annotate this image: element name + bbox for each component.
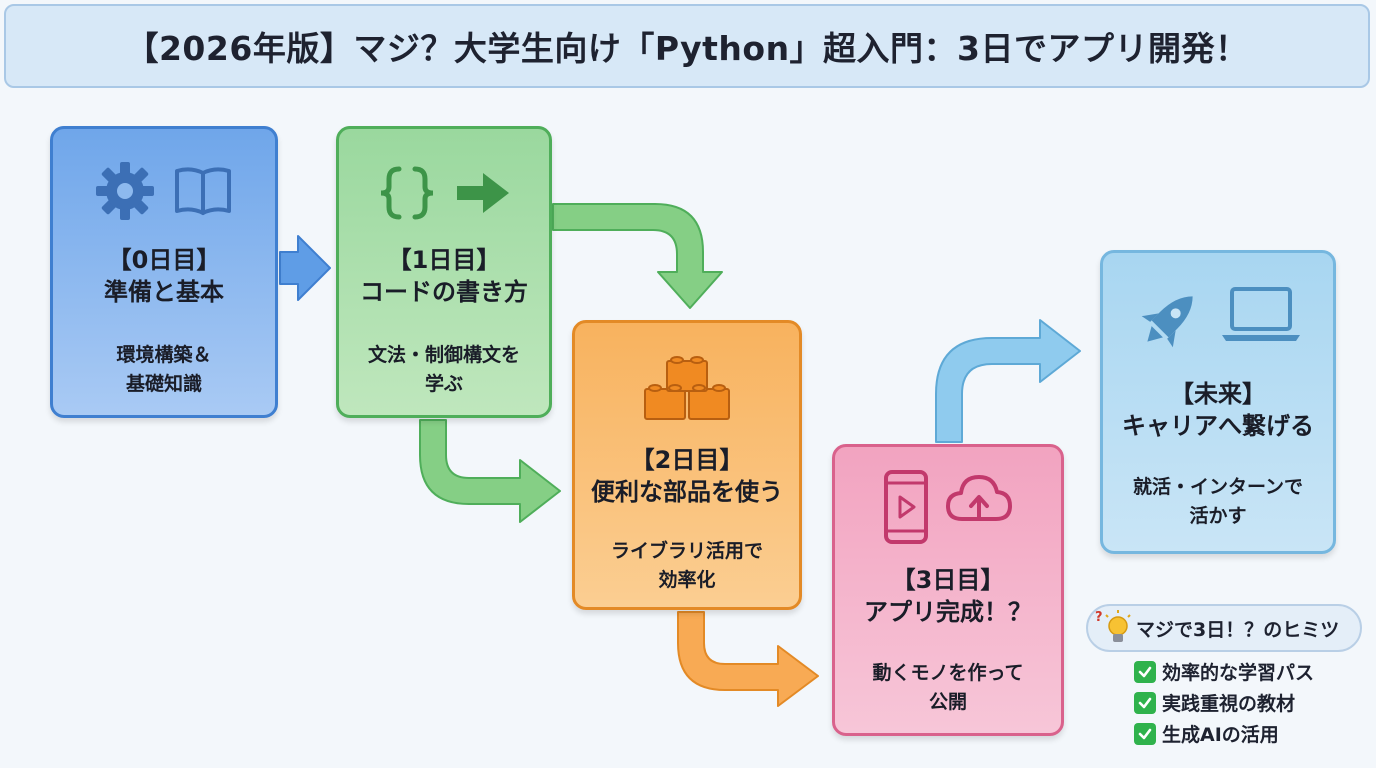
step-description-line: 効率化 bbox=[658, 568, 716, 591]
arrow-0-to-1 bbox=[279, 235, 331, 301]
title-banner: 【2026年版】マジ？大学生向け「Python」超入門：3日でアプリ開発！ bbox=[4, 4, 1370, 88]
smartphone-play-icon bbox=[884, 470, 928, 544]
list-item: 実践重視の教材 bbox=[1134, 687, 1314, 718]
list-item: 効率的な学習パス bbox=[1134, 656, 1314, 687]
checkmark-icon bbox=[1134, 722, 1156, 745]
secret-tips-badge: ? マジで3日！？のヒミツ bbox=[1086, 604, 1362, 652]
code-braces-icon bbox=[380, 166, 434, 220]
step-description-line: ライブラリ活用で bbox=[610, 540, 763, 562]
step-title: 準備と基本 bbox=[104, 277, 224, 306]
step-description-line: 就活・インターンで bbox=[1132, 476, 1304, 498]
step-card-day3: 【3日目】 アプリ完成！？ 動くモノを作って 公開 bbox=[832, 444, 1064, 736]
step-description-line: 学ぶ bbox=[424, 372, 463, 395]
step-day-label: 【3日目】 bbox=[891, 566, 1005, 594]
building-blocks-icon bbox=[644, 356, 730, 420]
step-title: キャリアへ繋げる bbox=[1122, 411, 1314, 440]
step-card-future: 【未来】 キャリアへ繋げる 就活・インターンで 活かす bbox=[1100, 250, 1336, 554]
tip-point-text: 効率的な学習パス bbox=[1162, 662, 1315, 684]
gear-icon bbox=[96, 162, 154, 220]
arrow-1-to-2-top bbox=[552, 203, 723, 309]
step-card-day1: 【1日目】 コードの書き方 文法・制御構文を 学ぶ bbox=[336, 126, 552, 418]
laptop-icon bbox=[1222, 287, 1300, 341]
list-item: 生成AIの活用 bbox=[1134, 718, 1314, 749]
arrow-3-to-future bbox=[935, 319, 1081, 443]
step-title: アプリ完成！？ bbox=[864, 597, 1032, 626]
svg-text:?: ? bbox=[1095, 610, 1103, 625]
arrow-2-to-3 bbox=[677, 611, 819, 707]
step-description-line: 公開 bbox=[928, 690, 967, 713]
book-icon bbox=[175, 167, 231, 215]
step-day-label: 【未来】 bbox=[1170, 380, 1266, 408]
step-title: コードの書き方 bbox=[360, 277, 528, 306]
tips-title: マジで3日！？のヒミツ bbox=[1136, 618, 1340, 641]
checkmark-icon bbox=[1134, 660, 1156, 683]
step-description-line: 基礎知識 bbox=[125, 372, 202, 395]
tips-list: 効率的な学習パス 実践重視の教材 生成AIの活用 bbox=[1134, 656, 1314, 749]
cloud-upload-icon bbox=[946, 475, 1012, 521]
lightbulb-question-icon: ? bbox=[1095, 610, 1131, 642]
tip-point-text: 実践重視の教材 bbox=[1162, 693, 1296, 715]
step-day-label: 【2日目】 bbox=[630, 446, 744, 474]
step-description-line: 文法・制御構文を bbox=[367, 344, 520, 366]
rocket-icon bbox=[1141, 296, 1193, 348]
step-day-label: 【1日目】 bbox=[387, 246, 501, 274]
step-card-day0: 【0日目】 準備と基本 環境構築＆ 基礎知識 bbox=[50, 126, 278, 418]
tip-point-text: 生成AIの活用 bbox=[1162, 724, 1279, 746]
arrow-1-to-2-bottom bbox=[419, 419, 561, 523]
step-description-line: 動くモノを作って bbox=[872, 662, 1024, 684]
step-description-line: 活かす bbox=[1189, 504, 1247, 527]
checkmark-icon bbox=[1134, 691, 1156, 714]
step-title: 便利な部品を使う bbox=[591, 477, 783, 506]
step-description-line: 環境構築＆ bbox=[116, 344, 212, 366]
step-day-label: 【0日目】 bbox=[107, 246, 221, 274]
page-title: 【2026年版】マジ？大学生向け「Python」超入門：3日でアプリ開発！ bbox=[125, 29, 1249, 68]
right-arrow-icon bbox=[457, 173, 509, 213]
step-card-day2: 【2日目】 便利な部品を使う ライブラリ活用で 効率化 bbox=[572, 320, 802, 610]
